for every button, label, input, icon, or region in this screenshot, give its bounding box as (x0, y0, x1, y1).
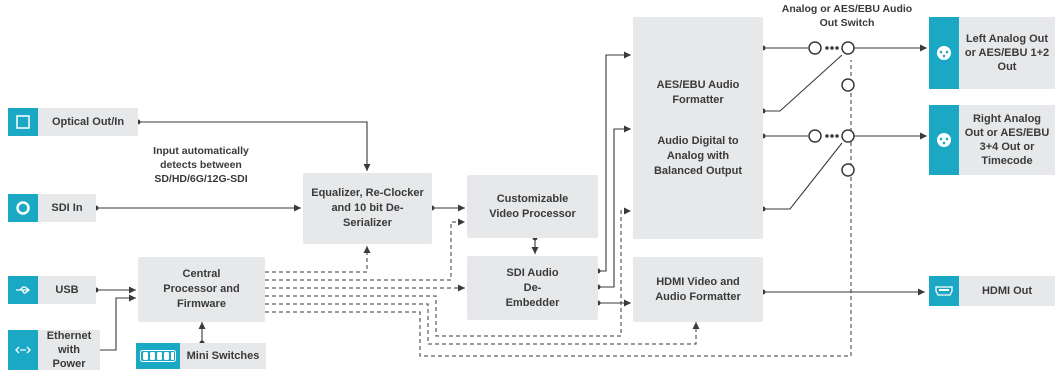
aes-formatter-label: AES/EBU Audio Formatter (656, 78, 740, 106)
usb-label: USB (55, 284, 79, 296)
left-output-io: Left Analog Out or AES/EBU 1+2 Out (929, 17, 1055, 89)
dots-left (825, 46, 829, 50)
ethernet-icon (8, 330, 38, 370)
optical-line (138, 121, 371, 171)
hdmi-output-io: HDMI Out (929, 276, 1055, 306)
optical-io: Optical Out/In (8, 108, 138, 136)
sdiaudio-to-aes-line-2 (598, 125, 631, 288)
left-output-label: Left Analog Out or AES/EBU 1+2 Out (964, 33, 1050, 73)
sdi-in-io: SDI In (8, 194, 96, 222)
right-output-io: Right Analog Out or AES/EBU 3+4 Out or T… (929, 105, 1055, 175)
mini-switches: Mini Switches (136, 343, 266, 369)
usb-icon (8, 276, 38, 304)
square-icon (8, 108, 38, 136)
optical-label: Optical Out/In (51, 116, 125, 128)
hdmi-icon (929, 276, 959, 306)
right-output-label: Right Analog Out or AES/EBU 3+4 Out or T… (964, 113, 1050, 167)
dots-right (825, 134, 829, 138)
central-processor-block: Central Processor and Firmware (138, 257, 265, 322)
ctrl-to-switch (265, 60, 852, 357)
equalizer-block: Equalizer, Re-Clocker and 10 bit De-Seri… (303, 173, 432, 244)
switch-contact-left-b (841, 41, 855, 55)
switch-contact-right-a (808, 129, 822, 143)
xlr-icon (929, 17, 959, 89)
ethernet-io: Ethernet with Power (8, 330, 100, 370)
ctrl-to-hdmi (265, 303, 700, 345)
sdiaudio-to-aes-line-1 (598, 51, 631, 272)
bnc-connector-icon (8, 194, 38, 222)
sdi-audio-block: SDI Audio De-Embedder (467, 256, 598, 320)
switch-note: Analog or AES/EBU Audio Out Switch (781, 3, 913, 29)
audio-digital-label: Audio Digital to Analog with Balanced Ou… (653, 134, 742, 177)
switch-contact-right-b (841, 129, 855, 143)
aes-formatter-block: AES/EBU Audio Formatter Audio Digital to… (633, 17, 763, 239)
usb-io: USB (8, 276, 96, 304)
sdi-in-label: SDI In (51, 202, 83, 214)
aes-out-3 (763, 54, 843, 112)
ethernet-label: Ethernet with Power (46, 330, 92, 370)
switch-contact-left-a (808, 41, 822, 55)
hdmi-output-label: HDMI Out (981, 285, 1033, 297)
hdmi-formatter-block: HDMI Video and Audio Formatter (633, 257, 763, 322)
switch-contact-right-c (841, 163, 855, 177)
video-processor-block: Customizable Video Processor (467, 175, 598, 238)
ctrl-to-aes-1 (265, 207, 631, 337)
ethernet-line (100, 294, 136, 351)
xlr-icon (929, 105, 959, 175)
ctrl-to-vp (265, 218, 465, 281)
switch-contact-left-c (841, 78, 855, 92)
mini-switches-label: Mini Switches (186, 350, 260, 362)
ctrl-to-eq (265, 246, 371, 273)
dip-switch-icon (136, 343, 180, 369)
aes-out-4 (763, 142, 843, 210)
input-detect-note: Input automatically detects between SD/H… (153, 145, 249, 185)
